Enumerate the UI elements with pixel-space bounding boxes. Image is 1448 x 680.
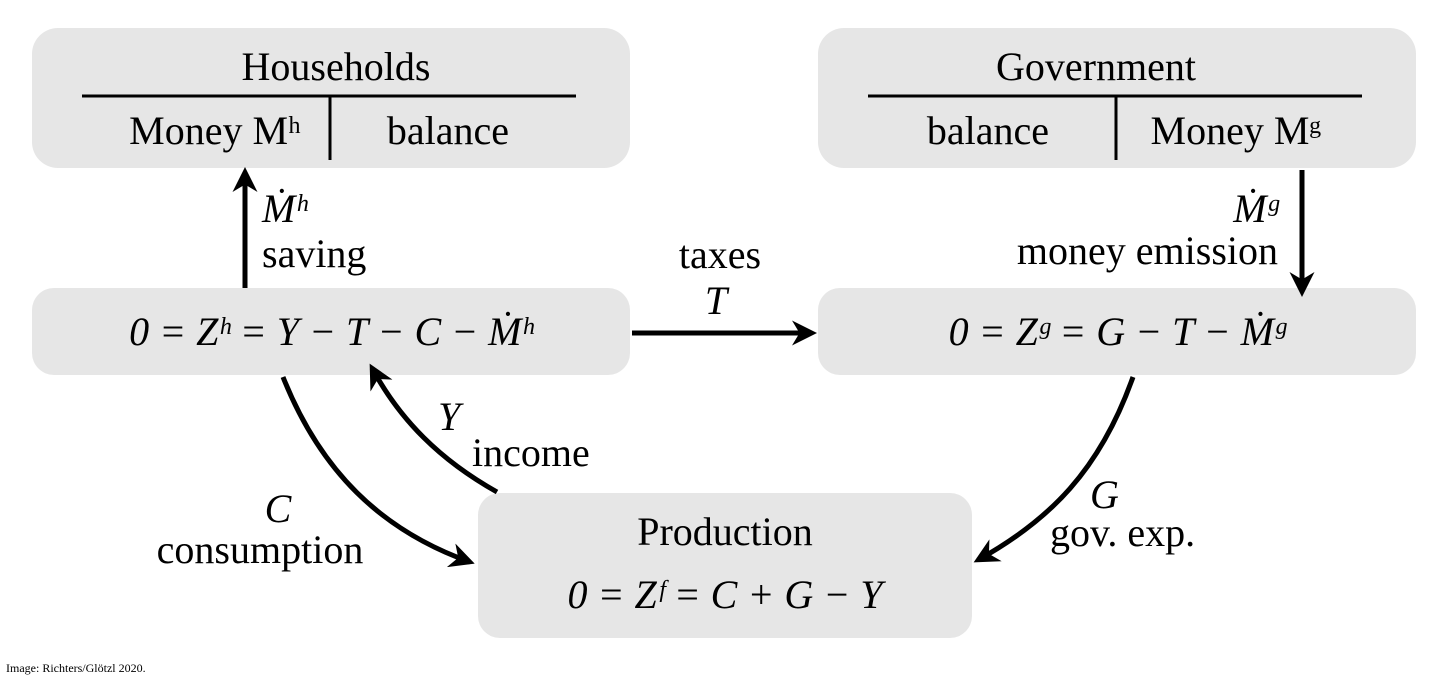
- taxes-symbol: T: [705, 278, 730, 323]
- households-equation: 0 = Zʰ = Y − T − C − Ṁʰ: [129, 309, 534, 354]
- saving-label: saving: [262, 231, 366, 276]
- production-equation: 0 = Zᶠ = C + G − Y: [568, 572, 887, 617]
- households-equation-box: [32, 288, 630, 375]
- gov-exp-symbol: G: [1090, 472, 1119, 517]
- taxes-label: taxes: [679, 232, 761, 277]
- gov-exp-arrow: [973, 376, 1136, 563]
- government-title: Government: [996, 44, 1196, 89]
- government-equation-box: [818, 288, 1416, 375]
- consumption-symbol: C: [265, 486, 293, 531]
- saving-symbol: Ṁʰ: [261, 186, 308, 231]
- image-caption: Image: Richters/Glötzl 2020.: [6, 661, 146, 675]
- households-balance: balance: [387, 108, 509, 153]
- government-money: Money Mᵍ: [1151, 108, 1322, 153]
- production-title: Production: [637, 509, 813, 554]
- income-arrow: [369, 363, 499, 495]
- consumption-label: consumption: [157, 527, 364, 572]
- households-box: Households Money Mʰ balance: [32, 28, 630, 168]
- emission-label: money emission: [1017, 228, 1278, 273]
- government-balance: balance: [927, 108, 1049, 153]
- income-symbol: Y: [438, 394, 464, 439]
- households-title: Households: [242, 44, 431, 89]
- income-label: income: [472, 430, 590, 475]
- gov-exp-label: gov. exp.: [1050, 510, 1195, 555]
- production-box: Production 0 = Zᶠ = C + G − Y: [478, 493, 972, 638]
- emission-symbol: Ṁᵍ: [1232, 186, 1279, 231]
- government-equation: 0 = Zᵍ = G − T − Ṁᵍ: [949, 309, 1287, 354]
- consumption-arrow: [280, 376, 475, 568]
- households-money: Money Mʰ: [129, 108, 301, 153]
- government-box: Government balance Money Mᵍ: [818, 28, 1416, 168]
